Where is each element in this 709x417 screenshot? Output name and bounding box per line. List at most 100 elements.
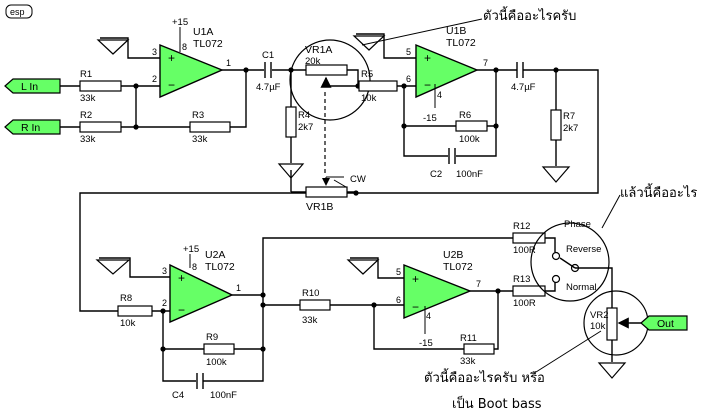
svg-text:C1: C1 <box>262 50 274 61</box>
svg-text:+: + <box>424 51 431 65</box>
resistor-r5 <box>358 80 398 92</box>
capacitor-c3: 4.7µF <box>511 62 536 93</box>
svg-text:4: 4 <box>426 311 431 321</box>
svg-text:20k: 20k <box>305 56 321 67</box>
switch-reverse: Reverse <box>566 244 601 255</box>
port-output: Out <box>640 315 688 331</box>
u2a-supply: +15 <box>183 244 199 255</box>
opamp-u2a: + − 3 2 1 8 U2A TL072 <box>162 249 241 324</box>
svg-text:−: − <box>424 78 431 92</box>
potentiometer-vr1a: VR1A 20k <box>305 44 361 89</box>
switch-normal: Normal <box>566 282 597 293</box>
annotation-top: ตัวนี้คืออะไรครับ <box>361 6 576 46</box>
switch-label: Phase <box>564 219 591 230</box>
r1-value: 33k <box>80 93 96 104</box>
opamp-u1a: + − 3 2 1 8 U1A TL072 <box>152 26 231 99</box>
svg-text:−: − <box>178 303 185 317</box>
r3-ref: R3 <box>192 110 204 121</box>
ground-symbol <box>95 259 131 275</box>
port-right-label: R In <box>21 122 40 134</box>
resistor-r12 <box>512 232 546 244</box>
svg-text:7: 7 <box>476 279 481 289</box>
esp-logo: esp <box>5 4 33 19</box>
ground-symbol <box>96 39 130 55</box>
port-left-label: L In <box>21 81 38 93</box>
u1b-supply: -15 <box>423 113 437 124</box>
r9-ref: R9 <box>206 332 218 343</box>
resistor-r6 <box>455 120 488 132</box>
opamp-u1b: + − 5 6 7 4 U1B TL072 <box>406 25 488 100</box>
resistor-r8 <box>117 305 153 317</box>
svg-text:4.7µF: 4.7µF <box>256 82 281 93</box>
svg-text:−: − <box>168 78 175 92</box>
note-top-text: ตัวนี้คืออะไรครับ <box>483 6 576 24</box>
annotation-bottom: ตัวนี้คืออะไรครับ หรือ เป็น Boot bass <box>424 330 602 412</box>
svg-text:2: 2 <box>162 298 167 308</box>
svg-text:C2: C2 <box>430 169 442 180</box>
r5-value: 10k <box>361 93 377 104</box>
ground-symbol <box>597 362 627 379</box>
r7-value: 2k7 <box>563 123 578 134</box>
ground-symbol <box>541 166 571 183</box>
u1a-ref: U1A <box>193 26 213 38</box>
u2b-part: TL072 <box>443 261 473 273</box>
resistor-r9 <box>203 343 235 355</box>
note-middle-text: แล้วนี้คืออะไร <box>620 183 697 201</box>
r8-ref: R8 <box>120 293 132 304</box>
svg-text:+: + <box>412 272 419 286</box>
r13-value: 100R <box>513 298 536 309</box>
u1a-supply: +15 <box>172 17 188 28</box>
r2-ref: R2 <box>80 110 92 121</box>
r11-value: 33k <box>460 356 476 367</box>
r3-value: 33k <box>192 134 208 145</box>
port-out-label: Out <box>657 318 674 330</box>
annotation-middle: แล้วนี้คืออะไร <box>601 183 697 229</box>
svg-text:6: 6 <box>406 74 411 84</box>
r11-ref: R11 <box>460 333 477 344</box>
svg-text:4.7µF: 4.7µF <box>511 82 536 93</box>
r6-value: 100k <box>459 134 480 145</box>
potentiometer-vr2: VR2 10k <box>590 307 648 362</box>
svg-text:VR2: VR2 <box>590 310 608 321</box>
opamp-u2b: + − 5 6 7 4 U2B TL072 <box>396 249 481 321</box>
r8-value: 10k <box>120 318 136 329</box>
u2a-ref: U2A <box>205 249 225 261</box>
svg-text:4: 4 <box>437 90 442 100</box>
phase-switch: Phase Reverse Normal <box>551 219 613 308</box>
port-left-input: L In <box>4 78 61 94</box>
svg-text:1: 1 <box>226 58 231 68</box>
u1a-part: TL072 <box>193 38 223 50</box>
r7-ref: R7 <box>563 111 575 122</box>
r10-value: 33k <box>302 315 318 326</box>
r9-value: 100k <box>206 357 227 368</box>
logo-text: esp <box>10 7 25 17</box>
svg-text:8: 8 <box>182 42 187 52</box>
svg-text:3: 3 <box>162 266 167 276</box>
svg-text:C4: C4 <box>172 390 184 401</box>
svg-text:5: 5 <box>396 267 401 277</box>
svg-text:1: 1 <box>236 283 241 293</box>
svg-text:VR1A: VR1A <box>305 44 332 56</box>
svg-text:5: 5 <box>406 47 411 57</box>
r2-value: 33k <box>80 134 96 145</box>
svg-text:100nF: 100nF <box>456 169 483 180</box>
svg-text:8: 8 <box>192 262 197 272</box>
resistor-r7 <box>550 109 562 141</box>
r12-ref: R12 <box>513 221 530 232</box>
vr1b-ref: VR1B <box>306 201 333 213</box>
capacitor-c2: C2 100nF <box>430 148 483 180</box>
r4-value: 2k7 <box>298 122 313 133</box>
svg-text:10k: 10k <box>590 321 606 332</box>
resistor-r1 <box>79 80 122 92</box>
highlight-circle-switch <box>530 222 610 302</box>
vr1b-cw: CW <box>350 174 366 185</box>
resistor-r11 <box>463 343 495 355</box>
potentiometer-vr1b: CW VR1B <box>290 170 366 213</box>
u2b-supply: -15 <box>419 338 433 349</box>
r4-ref: R4 <box>298 110 310 121</box>
u2b-ref: U2B <box>443 249 463 261</box>
svg-text:3: 3 <box>152 47 157 57</box>
r1-ref: R1 <box>80 69 92 80</box>
svg-text:+: + <box>168 51 175 65</box>
